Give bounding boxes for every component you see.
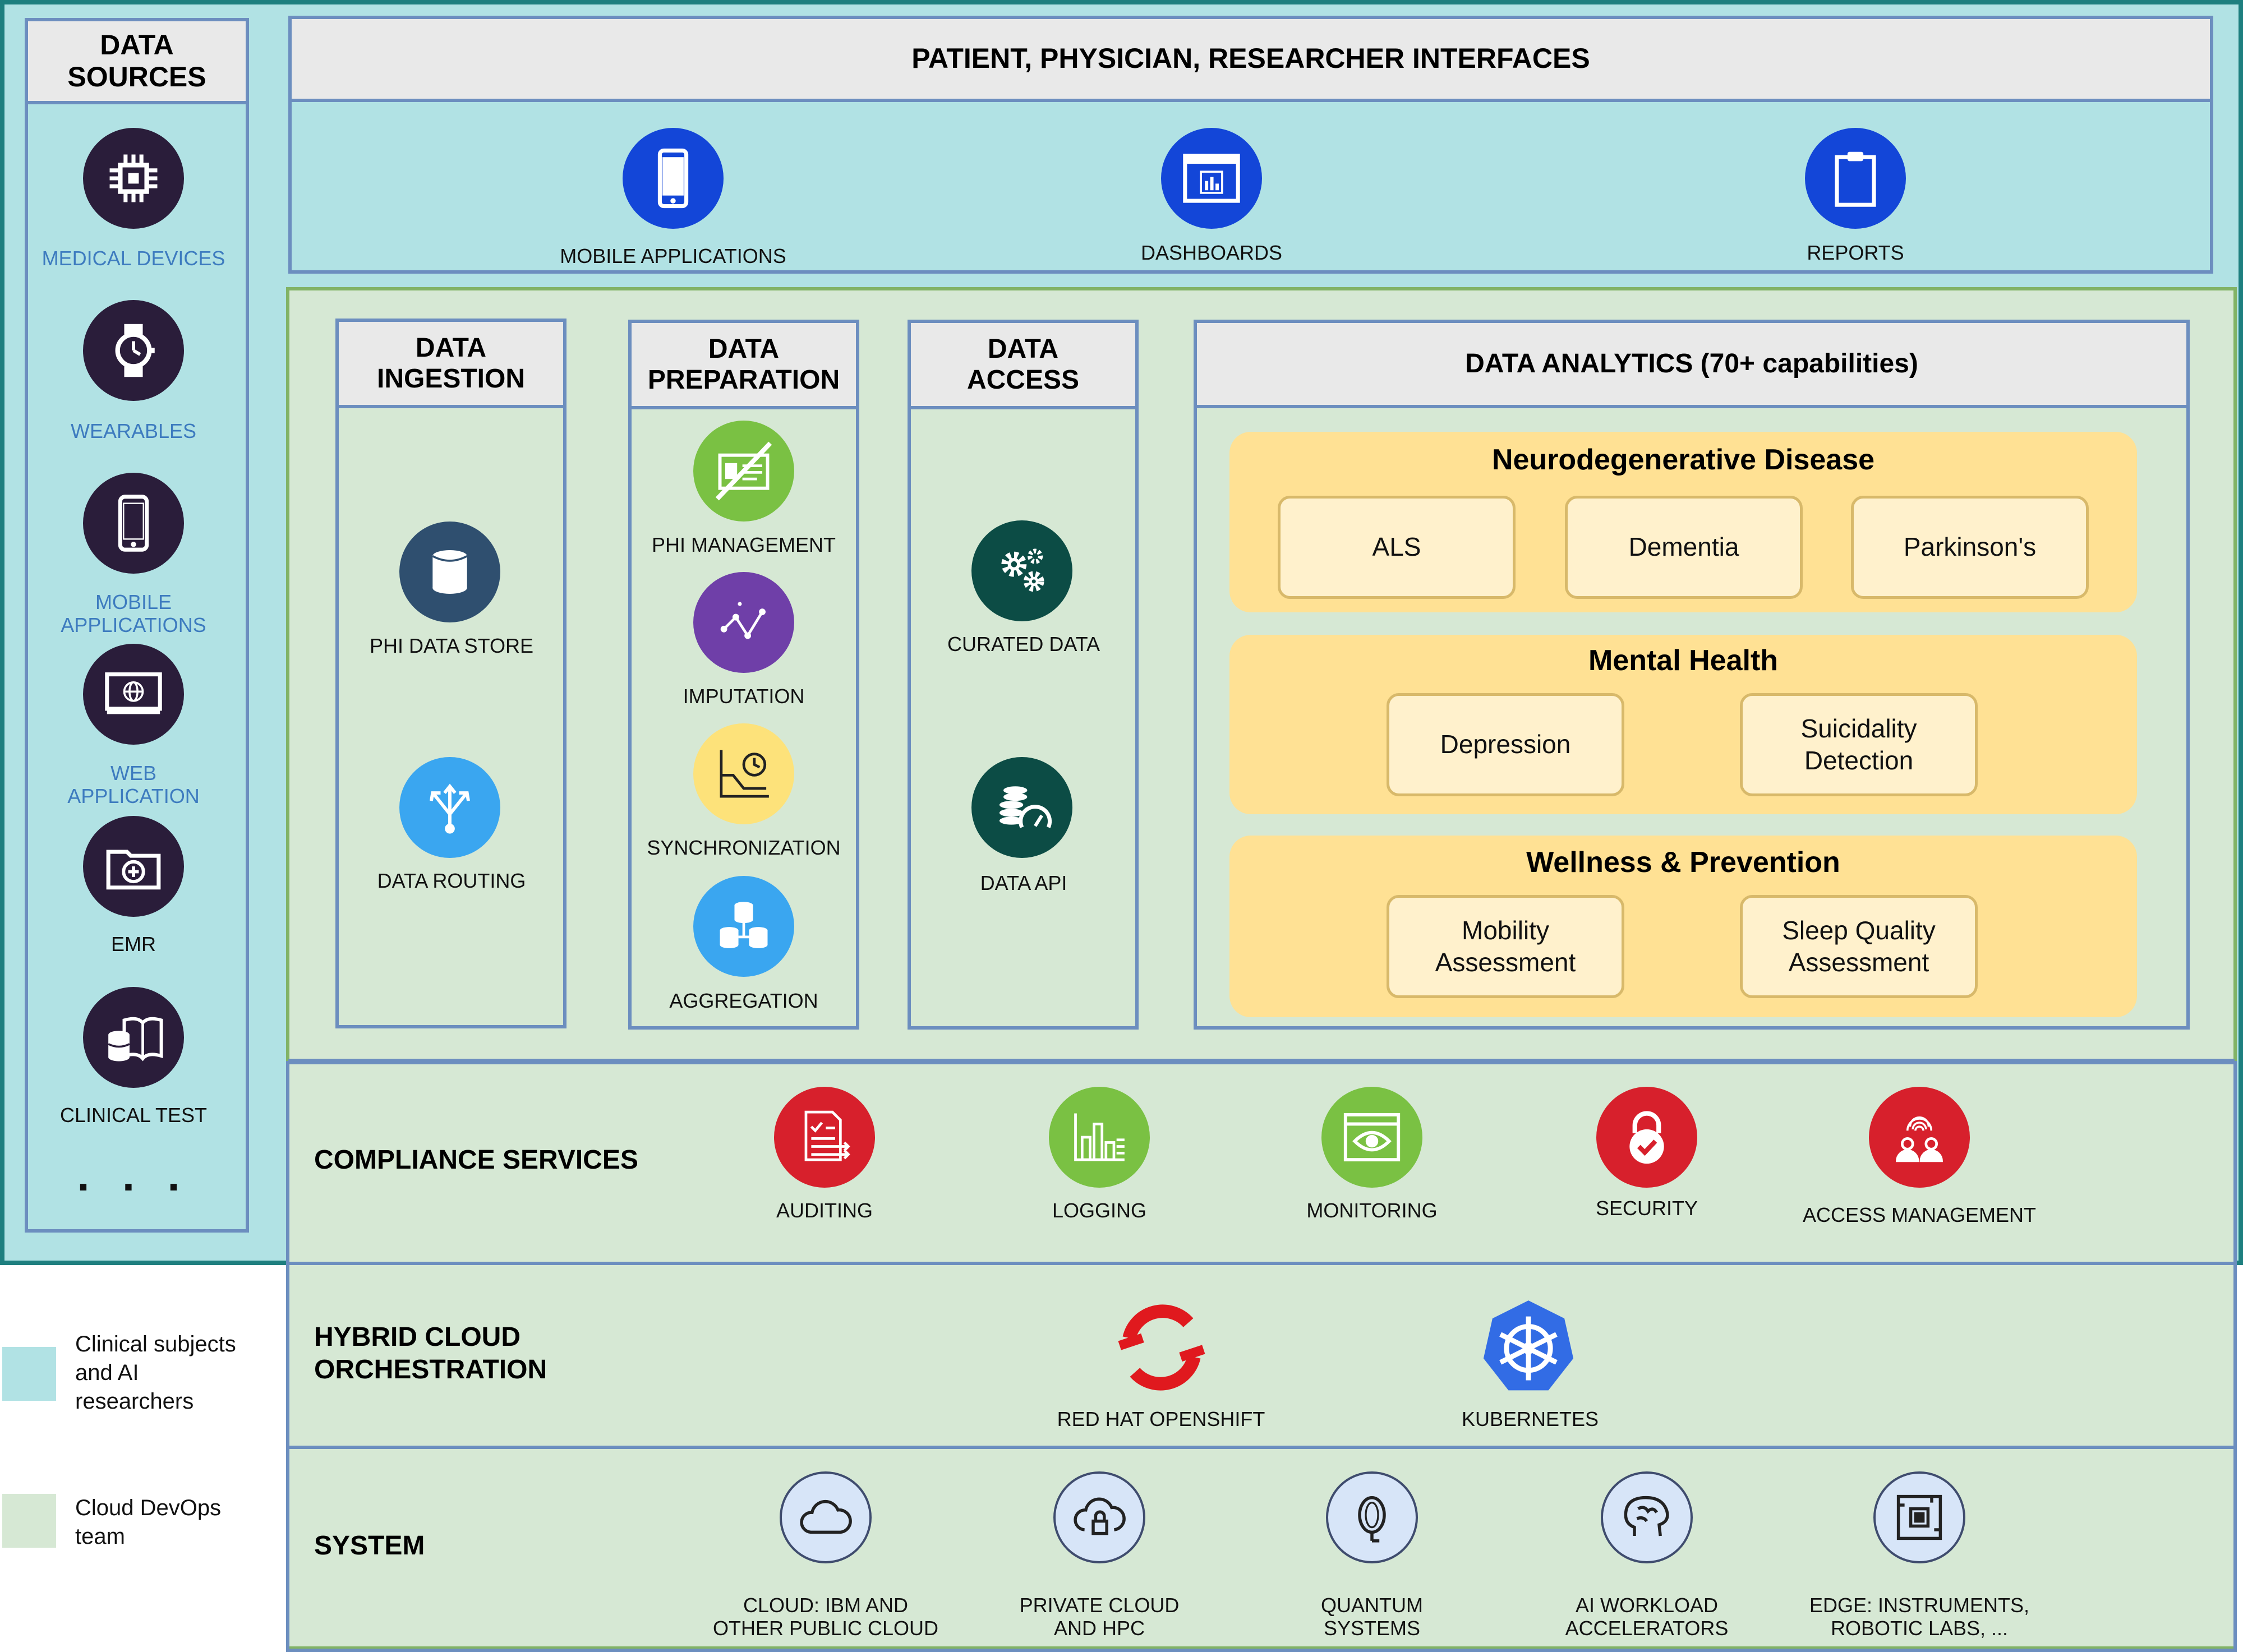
database-book-icon — [83, 987, 184, 1088]
ingestion-panel — [335, 319, 566, 1028]
ingestion-label-data-routing: DATA ROUTING — [377, 869, 526, 892]
web-monitor-icon — [83, 644, 184, 745]
brain-icon — [1601, 1471, 1693, 1563]
capability-depression[interactable]: Depression — [1387, 693, 1624, 796]
preparation-title: DATA PREPARATION — [632, 323, 856, 409]
capability-dementia[interactable]: Dementia — [1565, 496, 1803, 599]
quantum-icon — [1326, 1471, 1418, 1563]
interfaces-title: PATIENT, PHYSICIAN, RESEARCHER INTERFACE… — [292, 19, 2210, 102]
system-label-cloud: CLOUD: IBM AND OTHER PUBLIC CLOUD — [712, 1594, 939, 1640]
interface-label-dashboards: DASHBOARDS — [1140, 241, 1283, 264]
chip-icon — [83, 128, 184, 229]
routing-icon — [399, 757, 500, 858]
access-label-curated-data: CURATED DATA — [947, 633, 1100, 656]
compliance-label-security: SECURITY — [1595, 1197, 1698, 1220]
legend-swatch-devops — [2, 1494, 56, 1548]
ingestion-label-phi-data-store: PHI DATA STORE — [369, 634, 534, 657]
clock-chart-icon — [693, 723, 794, 824]
system-label-private-cloud: PRIVATE CLOUD AND HPC — [1019, 1594, 1180, 1640]
analytics-panel — [1194, 320, 2190, 1030]
clipboard-icon — [1805, 128, 1906, 229]
category-title-neurodegenerative: Neurodegenerative Disease — [1491, 444, 1875, 476]
interface-label-mobile-applications: MOBILE APPLICATIONS — [560, 244, 786, 267]
compliance-label-auditing: AUDITING — [776, 1199, 873, 1222]
folder-medical-icon — [83, 816, 184, 917]
source-label-emr: EMR — [111, 933, 156, 956]
system-border — [286, 1061, 2237, 1652]
system-label-quantum: QUANTUM SYSTEMS — [1321, 1594, 1423, 1640]
capability-parkinsons[interactable]: Parkinson's — [1851, 496, 2089, 599]
kubernetes-icon — [1476, 1296, 1581, 1396]
system-label-ai-accelerators: AI WORKLOAD ACCELERATORS — [1565, 1594, 1729, 1640]
source-label-mobile-applications: MOBILE APPLICATIONS — [61, 590, 206, 637]
cylinders-icon — [693, 876, 794, 977]
interface-label-reports: REPORTS — [1807, 241, 1904, 264]
more-sources-ellipsis: . . . — [77, 1150, 190, 1200]
line-graph-icon — [693, 572, 794, 673]
system-title: SYSTEM — [314, 1531, 425, 1561]
eye-window-icon — [1321, 1087, 1422, 1188]
data-sources-title: DATA SOURCES — [28, 21, 246, 104]
category-wellness-prevention: Wellness & Prevention — [1229, 836, 2137, 1017]
orchestration-divider — [288, 1262, 2235, 1265]
edge-chip-icon — [1873, 1471, 1965, 1563]
phone-icon — [83, 473, 184, 574]
compliance-label-access-management: ACCESS MANAGEMENT — [1802, 1203, 2037, 1226]
legend-label-devops: Cloud DevOps team — [75, 1496, 222, 1549]
capability-als[interactable]: ALS — [1278, 496, 1516, 599]
id-card-crossed-icon — [693, 421, 794, 522]
audit-form-icon — [774, 1087, 875, 1188]
access-title: DATA ACCESS — [911, 323, 1135, 409]
bar-log-icon — [1049, 1087, 1150, 1188]
compliance-label-monitoring: MONITORING — [1306, 1199, 1438, 1222]
smartphone-icon — [623, 128, 724, 229]
preparation-panel — [628, 320, 859, 1030]
capability-mobility-assessment[interactable]: Mobility Assessment — [1387, 895, 1624, 998]
dashboard-icon — [1161, 128, 1262, 229]
system-divider — [288, 1446, 2235, 1449]
cloud-icon — [780, 1471, 872, 1563]
preparation-label-phi-management: PHI MANAGEMENT — [651, 533, 836, 556]
database-icon — [399, 522, 500, 622]
legend-swatch-clinical — [2, 1347, 56, 1401]
coins-gauge-icon — [971, 757, 1072, 858]
category-title-wellness: Wellness & Prevention — [1526, 846, 1840, 879]
system-label-edge: EDGE: INSTRUMENTS, ROBOTIC LABS, ... — [1809, 1594, 2030, 1640]
cloud-lock-icon — [1053, 1471, 1145, 1563]
access-panel — [908, 320, 1139, 1030]
capability-sleep-quality-assessment[interactable]: Sleep Quality Assessment — [1740, 895, 1978, 998]
analytics-title: DATA ANALYTICS (70+ capabilities) — [1197, 323, 2186, 408]
category-mental-health: Mental Health — [1229, 635, 2137, 814]
compliance-divider — [288, 1059, 2235, 1062]
orchestration-label-kubernetes: KUBERNETES — [1461, 1408, 1599, 1430]
access-label-data-api: DATA API — [980, 871, 1067, 894]
preparation-label-synchronization: SYNCHRONIZATION — [647, 836, 841, 859]
capability-suicidality-detection[interactable]: Suicidality Detection — [1740, 693, 1978, 796]
watch-icon — [83, 300, 184, 401]
gears-icon — [971, 520, 1072, 621]
legend-label-clinical: Clinical subjects and AI researchers — [75, 1332, 236, 1414]
compliance-label-logging: LOGGING — [1052, 1199, 1147, 1222]
fingerprint-users-icon — [1869, 1087, 1970, 1188]
source-label-wearables: WEARABLES — [70, 419, 197, 442]
preparation-label-imputation: IMPUTATION — [683, 685, 805, 708]
openshift-icon — [1109, 1300, 1214, 1395]
category-title-mental-health: Mental Health — [1588, 644, 1779, 677]
orchestration-title: HYBRID CLOUD ORCHESTRATION — [314, 1322, 547, 1385]
preparation-label-aggregation: AGGREGATION — [669, 989, 818, 1012]
source-label-medical-devices: MEDICAL DEVICES — [42, 247, 225, 270]
source-label-web-application: WEB APPLICATION — [67, 762, 200, 808]
orchestration-label-openshift: RED HAT OPENSHIFT — [1057, 1408, 1265, 1430]
lock-check-icon — [1596, 1087, 1697, 1188]
source-label-clinical-test: CLINICAL TEST — [59, 1104, 208, 1127]
compliance-title: COMPLIANCE SERVICES — [314, 1145, 638, 1175]
ingestion-title: DATA INGESTION — [339, 322, 563, 408]
